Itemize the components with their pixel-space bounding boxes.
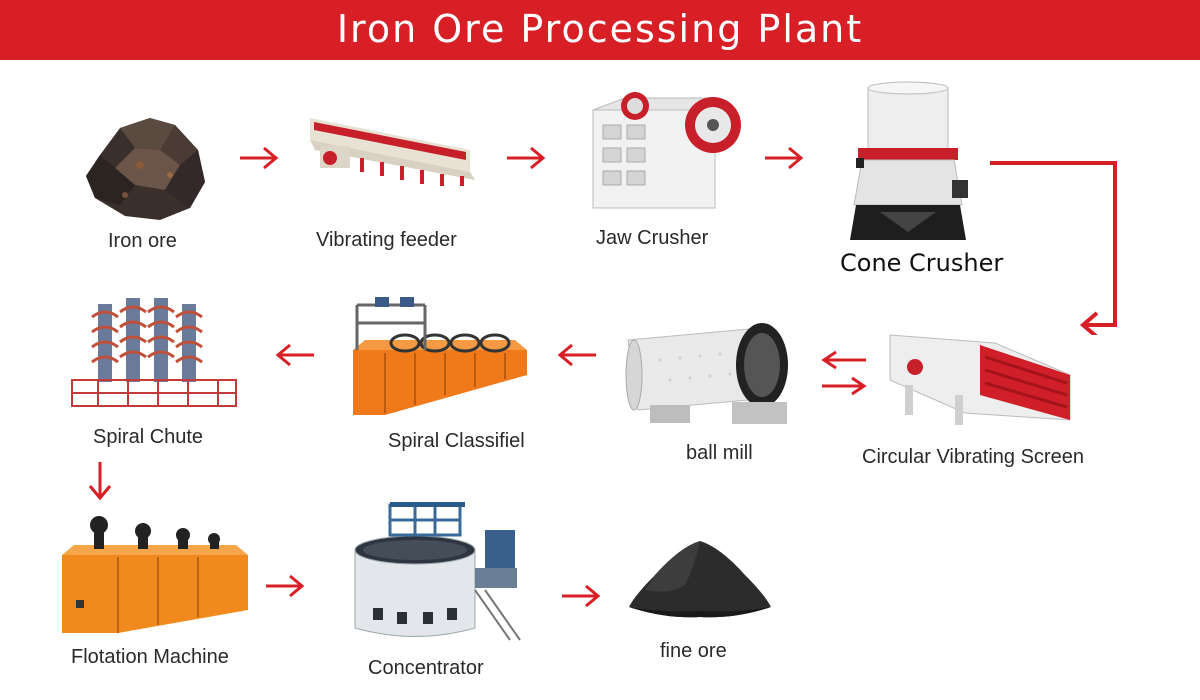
spiral-chute-icon — [71, 298, 237, 407]
vibrating-screen-icon — [889, 334, 1071, 425]
node-label-jaw-crusher: Jaw Crusher — [596, 227, 709, 249]
node-label-vibrating-feeder: Vibrating feeder — [316, 229, 457, 251]
arrow-double-icon — [821, 350, 867, 396]
node-label-fine-ore: fine ore — [660, 640, 727, 662]
concentrator-icon — [354, 502, 521, 641]
jaw-crusher-icon — [592, 92, 741, 209]
arrow-right-icon — [240, 146, 279, 170]
ball-mill-icon — [625, 323, 788, 424]
flotation-machine-icon — [62, 516, 248, 633]
spiral-classifier-icon — [353, 297, 527, 415]
node-label-cone-crusher: Cone Crusher — [840, 249, 1004, 277]
node-label-circular-vibrating-screen: Circular Vibrating Screen — [862, 446, 1084, 468]
page-title: Iron Ore Processing Plant — [336, 7, 864, 51]
arrow-right-icon — [507, 146, 546, 170]
node-label-spiral-classifiel: Spiral Classifiel — [388, 430, 525, 452]
arrow-left-icon — [557, 343, 596, 367]
node-label-flotation-machine: Flotation Machine — [71, 646, 229, 668]
arrow-down-icon — [88, 462, 112, 501]
vibrating-feeder-icon — [310, 118, 475, 186]
arrow-right-icon — [765, 146, 804, 170]
ore-rock-icon — [86, 118, 205, 220]
arrow-right-icon — [562, 584, 601, 608]
fine-ore-pile-icon — [629, 541, 771, 618]
arrow-elbow-icon — [990, 161, 1117, 335]
node-label-ball-mill: ball mill — [686, 442, 753, 464]
node-label-concentrator: Concentrator — [368, 657, 484, 679]
cone-crusher-icon — [850, 81, 968, 240]
arrow-right-icon — [266, 574, 305, 598]
title-banner — [0, 0, 1200, 60]
node-label-spiral-chute: Spiral Chute — [93, 426, 204, 448]
arrow-left-icon — [275, 343, 314, 367]
node-label-iron-ore: Iron ore — [108, 230, 177, 252]
